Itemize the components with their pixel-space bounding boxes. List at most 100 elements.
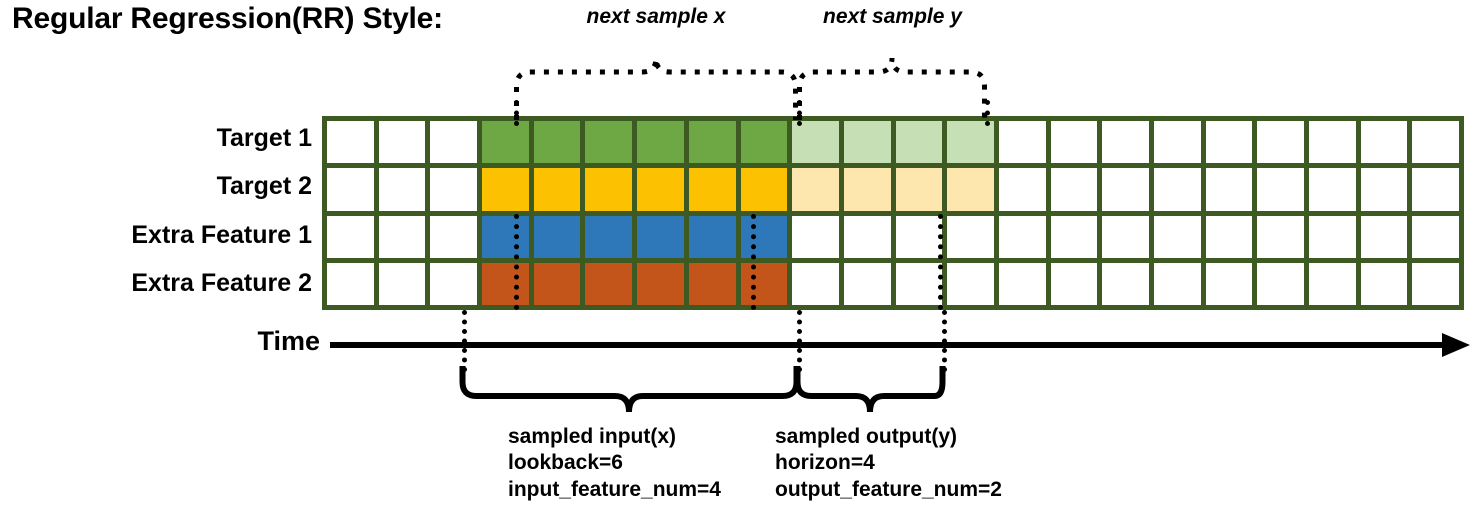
grid-cell [1154,168,1201,211]
top-brace-next-sample-x [514,57,798,120]
row-label-target-1: Target 1 [216,124,312,152]
grid-cell [430,168,478,211]
grid-cell [1360,121,1408,164]
grid-cell [895,215,943,258]
grid-row-green [327,121,1460,164]
guide-line-output-end [985,100,990,126]
grid-cell [843,168,891,211]
grid-cell [1412,262,1460,305]
grid-cell [1050,121,1098,164]
grid-cell [482,262,529,305]
grid-cell [378,215,426,258]
guide-line-targets-output-end [938,214,943,310]
grid-cell [1205,262,1253,305]
grid-cell [1205,215,1253,258]
grid-cell [482,121,529,164]
grid-cell [740,121,788,164]
grid-cell [1257,215,1305,258]
grid-cell [533,121,581,164]
row-label-extra-feature-1: Extra Feature 1 [131,221,312,249]
grid-cell [378,121,426,164]
grid-cell [998,121,1046,164]
grid-row-orange [327,262,1460,305]
grid-cell [585,168,633,211]
bottom-brace-sampled-output [794,366,946,413]
grid-cell [430,121,478,164]
grid-cell [482,168,529,211]
grid-cell [1050,262,1098,305]
grid-cell [327,262,374,305]
grid-cell [1257,168,1305,211]
grid-cell [637,121,684,164]
row-label-column: Target 1 Target 2 Extra Feature 1 Extra … [0,116,312,310]
grid-cell [1309,121,1356,164]
grid-cell [792,168,839,211]
grid-cell [947,168,994,211]
grid-cell [1309,168,1356,211]
grid-row-blue [327,215,1460,258]
grid-cell [637,262,684,305]
caption-input-line-2: lookback=6 [508,451,623,475]
grid-cell [1360,215,1408,258]
guide-line-features-input-end [751,214,756,310]
caption-sampled-input: sampled input(x) lookback=6 input_featur… [508,424,721,503]
guide-line-down-input-start [462,310,467,372]
grid-cell [1102,262,1149,305]
guide-line-down-output-end [942,310,947,372]
grid-cell [740,215,788,258]
grid-cell [378,262,426,305]
grid-cell [688,121,736,164]
grid-cell [792,215,839,258]
grid-row-yellow [327,168,1460,211]
grid-cell [327,121,374,164]
grid-cell [1412,121,1460,164]
grid-cell [998,168,1046,211]
grid-cell [1360,262,1408,305]
page-title: Regular Regression(RR) Style: [12,2,443,35]
grid-cell [1412,215,1460,258]
grid-cell [1360,168,1408,211]
grid-cell [1205,121,1253,164]
grid-cell [327,215,374,258]
top-brace-label-next-sample-y: next sample y [823,5,962,28]
grid-cell [378,168,426,211]
grid-cell [947,121,994,164]
guide-line-down-input-end [797,310,802,372]
grid-cell [585,215,633,258]
grid-cell [1154,121,1201,164]
grid-cell [895,121,943,164]
grid-cell [585,121,633,164]
grid-cell [843,121,891,164]
grid-cell [792,121,839,164]
grid-cell [895,262,943,305]
grid-cell [740,168,788,211]
grid-cell [585,262,633,305]
grid-cell [1257,121,1305,164]
grid-cell [533,168,581,211]
grid-cell [1205,168,1253,211]
bottom-brace-sampled-input [459,366,800,413]
grid-cell [947,262,994,305]
grid-cell [688,215,736,258]
grid-cell [430,215,478,258]
grid-cell [792,262,839,305]
grid-cell [947,215,994,258]
caption-output-line-1: sampled output(y) [775,425,957,448]
grid-cell [1050,168,1098,211]
grid-cell [1309,262,1356,305]
grid-cell [998,215,1046,258]
time-axis-arrow [330,333,1470,357]
caption-input-line-1: sampled input(x) [508,425,677,448]
grid-cell [1154,262,1201,305]
grid-cell [327,168,374,211]
grid-cell [998,262,1046,305]
row-label-target-2: Target 2 [216,172,312,200]
grid-cell [533,262,581,305]
grid-cell [843,262,891,305]
grid-cell [482,215,529,258]
caption-output-line-2: horizon=4 [775,451,875,475]
row-label-extra-feature-2: Extra Feature 2 [131,269,312,297]
guide-line-features-input-start [514,214,519,310]
grid-cell [1309,215,1356,258]
